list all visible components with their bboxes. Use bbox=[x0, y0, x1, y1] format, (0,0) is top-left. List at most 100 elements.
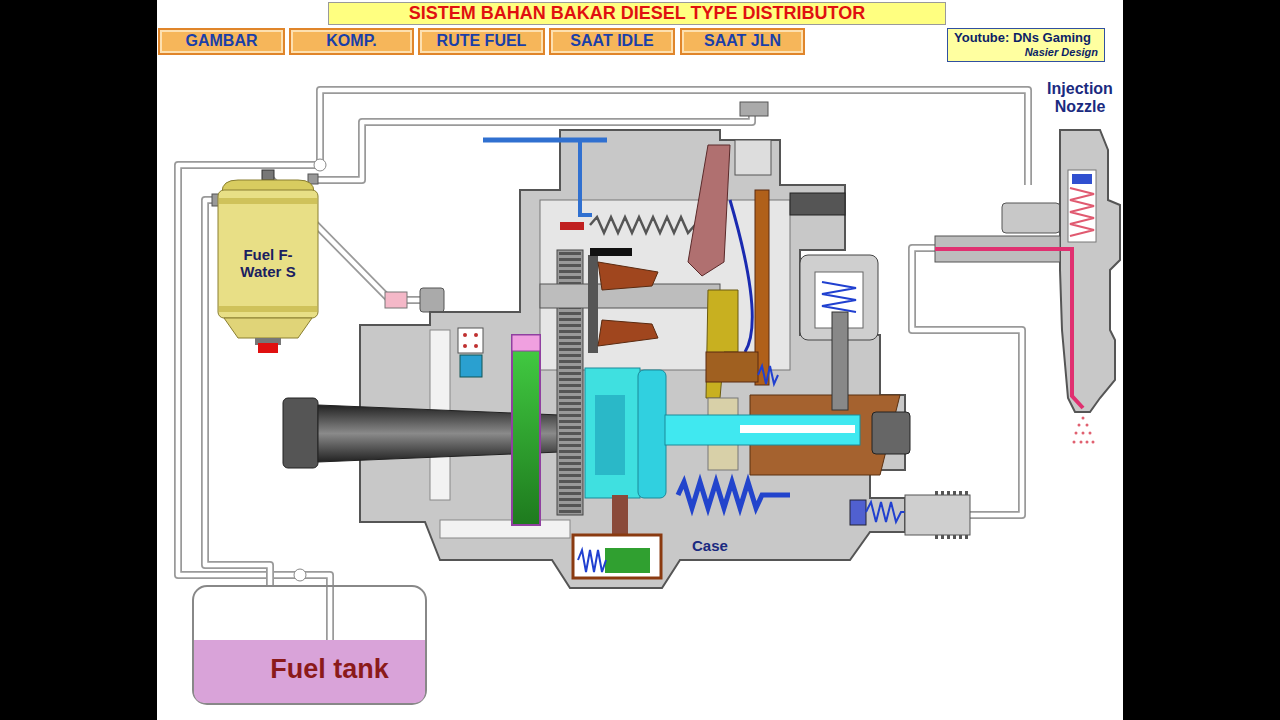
spray-drop bbox=[1078, 424, 1081, 427]
credit-box: Youtube: DNs GamingNasier Design bbox=[947, 28, 1105, 62]
node-text: Fuel F- Water S bbox=[232, 246, 304, 281]
part-label: Case bbox=[692, 537, 728, 554]
menu-button: GAMBAR bbox=[158, 28, 285, 55]
plunger-bore bbox=[740, 425, 855, 433]
node-text: SAAT JLN bbox=[704, 32, 781, 50]
pipe-joint bbox=[314, 159, 326, 171]
plunger bbox=[665, 415, 860, 445]
side-bar bbox=[0, 0, 157, 720]
injection-pipe bbox=[912, 248, 1022, 515]
node-text: Youtube: DNs Gaming bbox=[954, 31, 1091, 46]
coupling-core bbox=[595, 395, 625, 475]
feed-pump-dot bbox=[463, 344, 467, 348]
fuel-passage bbox=[935, 249, 1083, 408]
pipe-fitting bbox=[385, 292, 407, 308]
delivery-valve bbox=[850, 500, 866, 525]
return-spring bbox=[758, 366, 778, 384]
return-pipe bbox=[178, 90, 1028, 640]
lever-block bbox=[706, 352, 758, 382]
timer-piston bbox=[605, 548, 650, 573]
control-rod bbox=[580, 142, 592, 215]
pump-cavity bbox=[440, 520, 570, 538]
filter-bolt bbox=[262, 170, 274, 180]
spray-drop bbox=[1089, 432, 1092, 435]
cam-disc bbox=[638, 370, 666, 498]
menu-button: KOMP. bbox=[289, 28, 414, 55]
spray-drop bbox=[1086, 441, 1089, 444]
top-fitting bbox=[740, 102, 768, 116]
tension-lever bbox=[688, 145, 730, 276]
pipe-core bbox=[178, 90, 1028, 640]
title-text: SISTEM BAHAN BAKAR DIESEL TYPE DISTRIBUT… bbox=[409, 3, 865, 24]
filter-band bbox=[219, 198, 317, 204]
pump-housing bbox=[360, 130, 905, 588]
solenoid-spring bbox=[822, 282, 856, 312]
governor-holder bbox=[588, 255, 598, 353]
fuel-spray bbox=[1073, 417, 1095, 444]
fitting-thread bbox=[935, 535, 968, 539]
filter-band bbox=[219, 306, 317, 312]
spray-drop bbox=[1073, 441, 1076, 444]
nozzle-chamber bbox=[1068, 170, 1096, 242]
cam-plate bbox=[512, 335, 540, 525]
pipe-joint bbox=[294, 569, 306, 581]
tank-shape bbox=[192, 585, 427, 705]
node-text: SAAT IDLE bbox=[570, 32, 653, 50]
spray-drop bbox=[1075, 432, 1078, 435]
nozzle-body bbox=[1060, 130, 1120, 412]
tank-outline bbox=[193, 586, 426, 704]
node-text: Nasier Design bbox=[1025, 46, 1098, 59]
delivery-spring bbox=[866, 502, 908, 522]
fuel-tank: Fuel tank bbox=[192, 585, 427, 705]
spray-drop bbox=[1086, 424, 1089, 427]
node-text: KOMP. bbox=[326, 32, 376, 50]
nozzle-spring bbox=[1070, 188, 1094, 236]
coupling bbox=[585, 368, 640, 498]
head-bolt bbox=[872, 412, 910, 454]
flyweight bbox=[598, 262, 658, 290]
fuel-level bbox=[194, 640, 425, 703]
filter-body bbox=[218, 190, 318, 318]
timer-spring bbox=[578, 550, 606, 572]
cam-plate-top bbox=[512, 335, 540, 351]
part-label: Injection Nozzle bbox=[1035, 80, 1125, 117]
feed-pump bbox=[458, 328, 483, 353]
feed-pump-dot bbox=[474, 344, 478, 348]
feed-pump-rotor bbox=[460, 355, 482, 377]
control-lever bbox=[483, 138, 607, 143]
pipe-fitting bbox=[420, 288, 444, 312]
fuel-filter: Fuel F- Water S bbox=[218, 178, 318, 348]
filter-bowl bbox=[224, 318, 312, 338]
spray-drop bbox=[1082, 432, 1085, 435]
side-bar bbox=[1123, 0, 1280, 720]
solenoid-plunger bbox=[832, 312, 848, 410]
node-text: RUTE FUEL bbox=[437, 32, 527, 50]
menu-button: RUTE FUEL bbox=[418, 28, 545, 55]
nozzle-overflow-fitting bbox=[1002, 203, 1060, 233]
spray-drop bbox=[1082, 417, 1085, 420]
pipe-core bbox=[912, 248, 1022, 515]
drain-plug bbox=[258, 343, 278, 353]
top-fitting bbox=[735, 140, 771, 175]
title-bar: SISTEM BAHAN BAKAR DIESEL TYPE DISTRIBUT… bbox=[328, 2, 946, 25]
flyweight bbox=[598, 320, 658, 346]
nozzle-shim bbox=[1072, 174, 1092, 184]
timer-housing bbox=[573, 535, 661, 578]
fitting-thread bbox=[935, 491, 968, 495]
node-text: Fuel tank bbox=[270, 654, 389, 685]
feed-pump-dot bbox=[474, 333, 478, 337]
shaft-nut bbox=[283, 398, 318, 468]
node-text: GAMBAR bbox=[186, 32, 258, 50]
feed-pump-dot bbox=[463, 333, 467, 337]
lever-stop bbox=[560, 222, 584, 230]
adjust-screw bbox=[790, 193, 845, 215]
menu-button: SAAT IDLE bbox=[549, 28, 675, 55]
delivery-fitting bbox=[905, 495, 970, 535]
menu-button: SAAT JLN bbox=[680, 28, 805, 55]
spray-drop bbox=[1092, 441, 1095, 444]
spray-drop bbox=[1080, 441, 1083, 444]
governor-spring bbox=[590, 217, 702, 233]
governor-bar bbox=[590, 248, 632, 256]
